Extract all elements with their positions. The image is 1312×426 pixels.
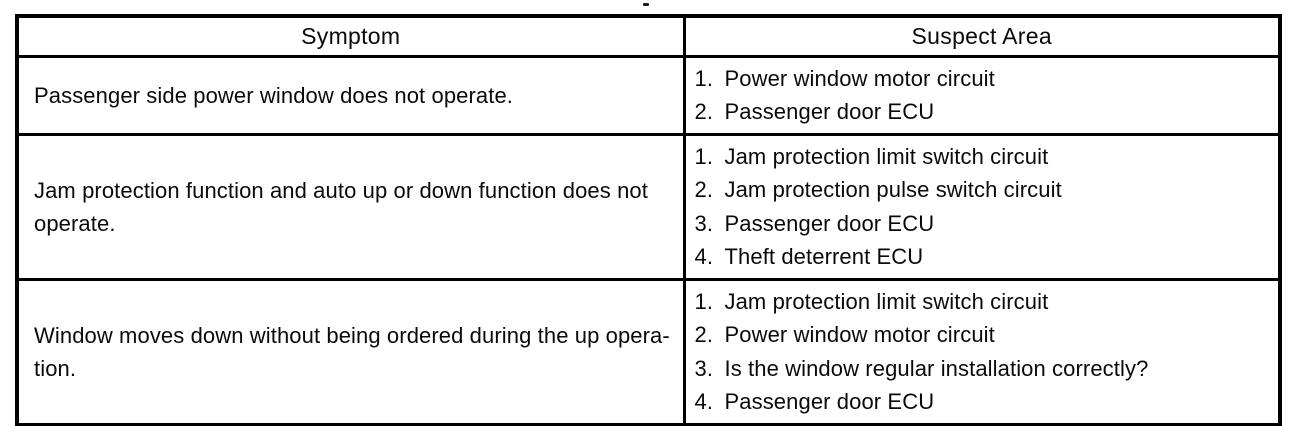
suspect-item-number: 4. — [694, 389, 714, 414]
suspect-item: 2. Power window motor circuit — [695, 318, 1271, 352]
suspect-item-text: Theft deterrent ECU — [724, 244, 924, 269]
suspect-cell-row2: 1. Jam protection limit switch circuit 2… — [682, 132, 1282, 281]
symptom-text-line2: operate. — [34, 210, 116, 236]
suspect-item-text: Jam protection limit switch circuit — [724, 143, 1049, 169]
symptom-cell-row1: Passenger side power window does not ope… — [15, 54, 686, 136]
suspect-cell-row3: 1. Jam protection limit switch circuit 2… — [682, 277, 1282, 426]
suspect-item-number: 4. — [694, 244, 714, 269]
suspect-item: 2. Passenger door ECU — [695, 95, 1271, 129]
suspect-item-text: Is the window regular installation corre… — [724, 355, 1149, 381]
suspect-item: 1. Jam protection limit switch circuit — [695, 285, 1271, 319]
suspect-item: 1. Power window motor circuit — [695, 62, 1271, 96]
symptom-text-line1: Jam protection function and auto up or d… — [34, 177, 648, 203]
suspect-item-text: Jam protection limit switch circuit — [724, 288, 1049, 314]
scan-speck-artifact — [643, 3, 649, 6]
column-header-symptom: Symptom — [15, 14, 686, 58]
suspect-item-number: 1. — [694, 143, 714, 169]
suspect-item-text: Passenger door ECU — [724, 210, 935, 236]
suspect-item: 4. Passenger door ECU — [695, 385, 1271, 419]
symptom-cell-row3: Window moves down without being ordered … — [15, 277, 686, 426]
suspect-item-number: 2. — [694, 177, 714, 202]
symptom-text: Passenger side power window does not ope… — [34, 82, 514, 108]
suspect-item-text: Jam protection pulse switch circuit — [724, 177, 1062, 202]
suspect-item-number: 2. — [694, 99, 714, 124]
suspect-item-number: 3. — [694, 210, 714, 236]
symptom-suspect-table: Symptom Suspect Area Passenger side powe… — [15, 14, 1282, 426]
suspect-item: 4. Theft deterrent ECU — [695, 240, 1271, 274]
suspect-item-text: Power window motor circuit — [724, 322, 995, 347]
suspect-item-number: 1. — [694, 288, 714, 314]
table-header-row: Symptom Suspect Area — [15, 14, 1282, 58]
suspect-item-text: Passenger door ECU — [724, 99, 935, 124]
table-row: Passenger side power window does not ope… — [15, 54, 1282, 136]
column-header-suspect-area: Suspect Area — [682, 14, 1282, 58]
symptom-cell-row2: Jam protection function and auto up or d… — [15, 132, 686, 281]
suspect-item-text: Power window motor circuit — [724, 65, 995, 91]
suspect-item: 3. Is the window regular installation co… — [695, 352, 1271, 386]
table-row: Jam protection function and auto up or d… — [15, 132, 1282, 281]
suspect-item-number: 2. — [694, 322, 714, 347]
suspect-cell-row1: 1. Power window motor circuit 2. Passeng… — [682, 54, 1282, 136]
suspect-item-number: 3. — [694, 355, 714, 381]
symptom-text-line2: tion. — [34, 355, 77, 381]
suspect-item: 1. Jam protection limit switch circuit — [695, 140, 1271, 174]
suspect-item: 3. Passenger door ECU — [695, 207, 1271, 241]
suspect-item-text: Passenger door ECU — [724, 389, 935, 414]
symptom-text-line1: Window moves down without being ordered … — [34, 322, 670, 348]
table-row: Window moves down without being ordered … — [15, 277, 1282, 426]
suspect-item: 2. Jam protection pulse switch circuit — [695, 173, 1271, 207]
suspect-item-number: 1. — [694, 65, 714, 91]
